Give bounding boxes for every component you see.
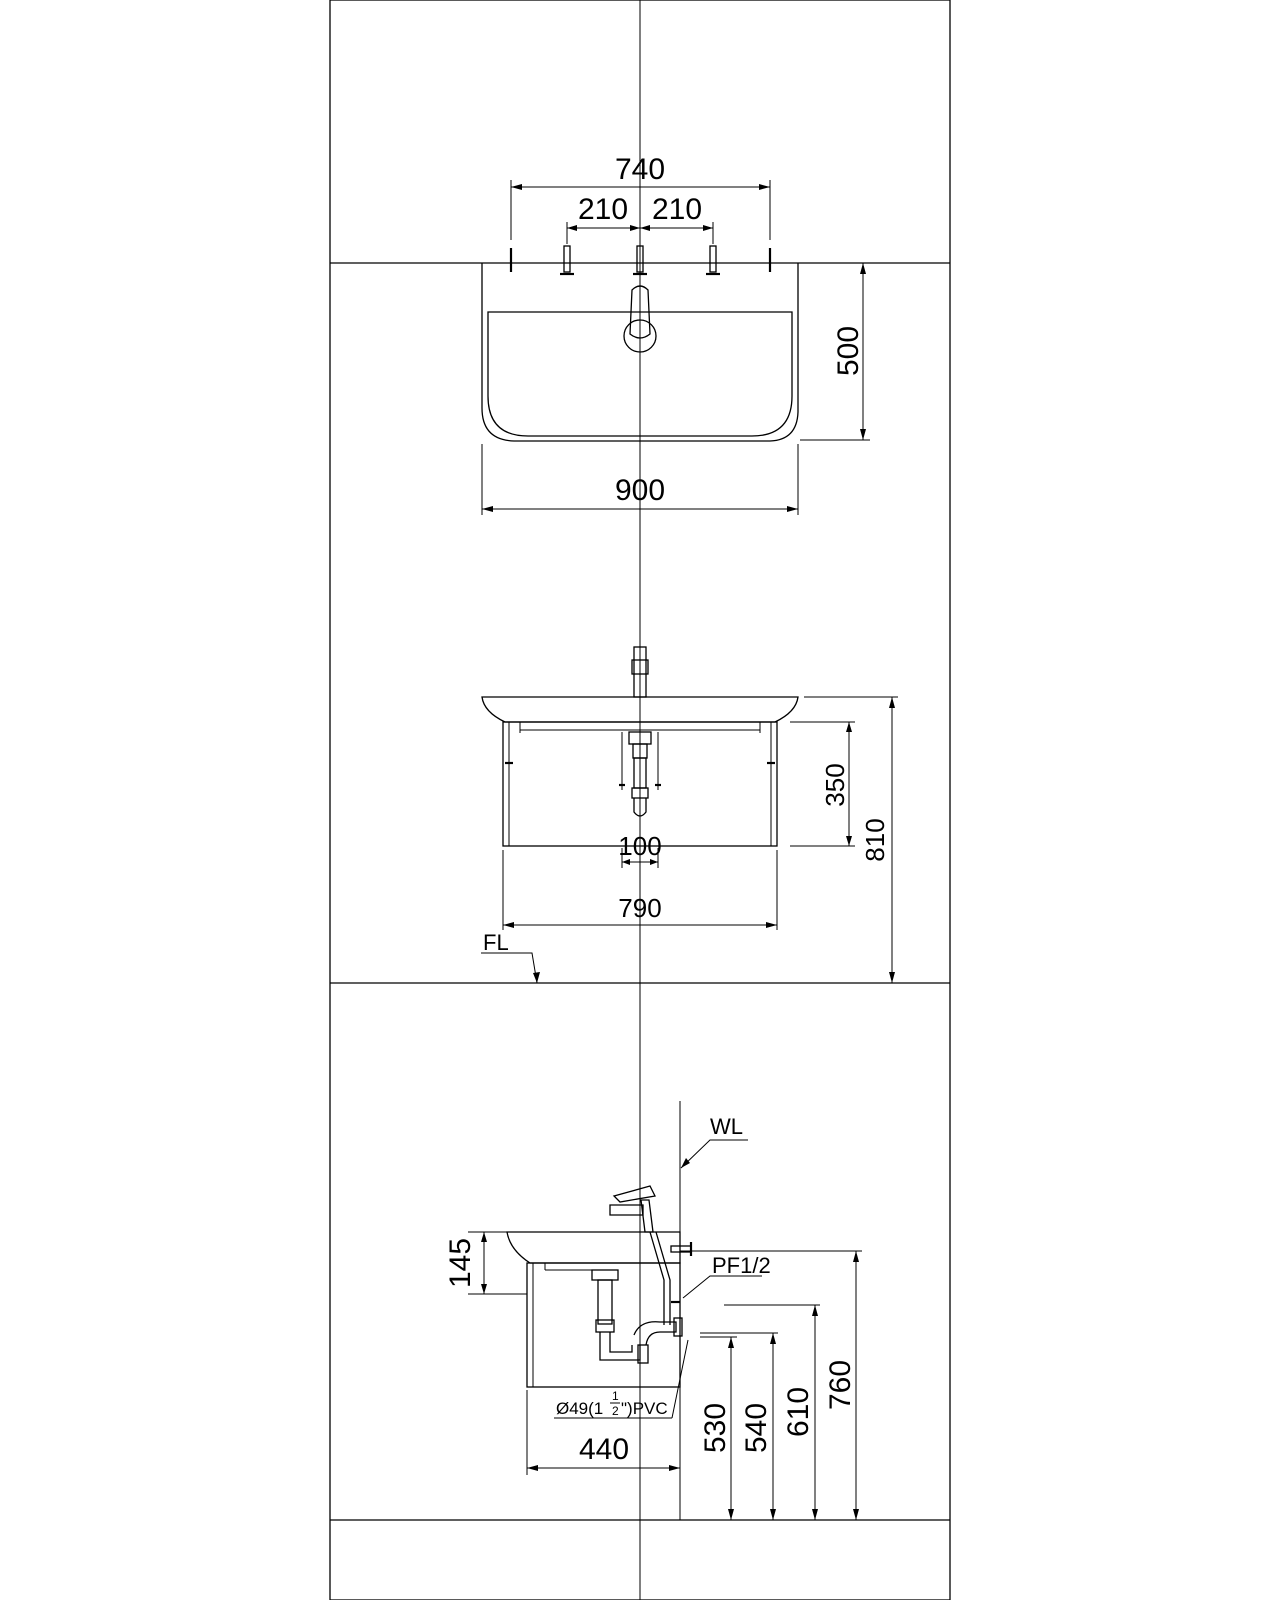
dim-740: 740 bbox=[615, 153, 665, 186]
drain-pipe-label: Ø49(1 1 2 ")PVC bbox=[556, 1389, 668, 1418]
front-view: 100 790 350 810 FL bbox=[481, 646, 898, 984]
wall-level-label: WL bbox=[710, 1114, 743, 1139]
cabinet-side bbox=[526, 1262, 681, 1388]
faucet-top bbox=[623, 285, 657, 353]
drain-trap-side bbox=[591, 1269, 683, 1364]
drain-label-numerator: 1 bbox=[612, 1389, 619, 1403]
dim-145: 145 bbox=[444, 1238, 477, 1288]
supply-pipe bbox=[649, 1231, 693, 1325]
drain-label-denominator: 2 bbox=[612, 1404, 619, 1418]
drain-label-prefix: Ø49(1 bbox=[556, 1399, 603, 1418]
side-view: WL bbox=[444, 1101, 862, 1520]
tap-hole-center bbox=[633, 245, 647, 276]
vanity-cabinet bbox=[502, 721, 778, 847]
dim-540: 540 bbox=[740, 1403, 773, 1453]
drain-label-suffix: ")PVC bbox=[621, 1399, 668, 1418]
dim-900: 900 bbox=[615, 474, 665, 507]
dim-530: 530 bbox=[699, 1403, 732, 1453]
tap-hole-right bbox=[706, 245, 720, 276]
drain-trap-front bbox=[619, 731, 661, 817]
tap-hole-left bbox=[560, 245, 574, 276]
dim-210-left: 210 bbox=[578, 193, 628, 226]
dim-440: 440 bbox=[579, 1433, 629, 1466]
dim-100: 100 bbox=[618, 831, 661, 861]
dim-350: 350 bbox=[820, 763, 850, 806]
supply-label: PF1/2 bbox=[712, 1253, 771, 1278]
dim-210-right: 210 bbox=[652, 193, 702, 226]
basin-outline bbox=[481, 263, 799, 442]
dim-810: 810 bbox=[860, 818, 890, 861]
dim-760: 760 bbox=[824, 1360, 857, 1410]
sheet-frame bbox=[329, 0, 951, 1600]
dim-790: 790 bbox=[618, 893, 661, 923]
faucet-side bbox=[609, 1185, 656, 1233]
top-view: 740 210 210 bbox=[481, 153, 870, 515]
dim-610: 610 bbox=[782, 1387, 815, 1437]
svg-text:Ø49(1: Ø49(1 bbox=[556, 1399, 603, 1418]
basin-bowl bbox=[487, 311, 793, 437]
dim-500: 500 bbox=[832, 326, 865, 376]
floor-level-label: FL bbox=[483, 930, 509, 955]
